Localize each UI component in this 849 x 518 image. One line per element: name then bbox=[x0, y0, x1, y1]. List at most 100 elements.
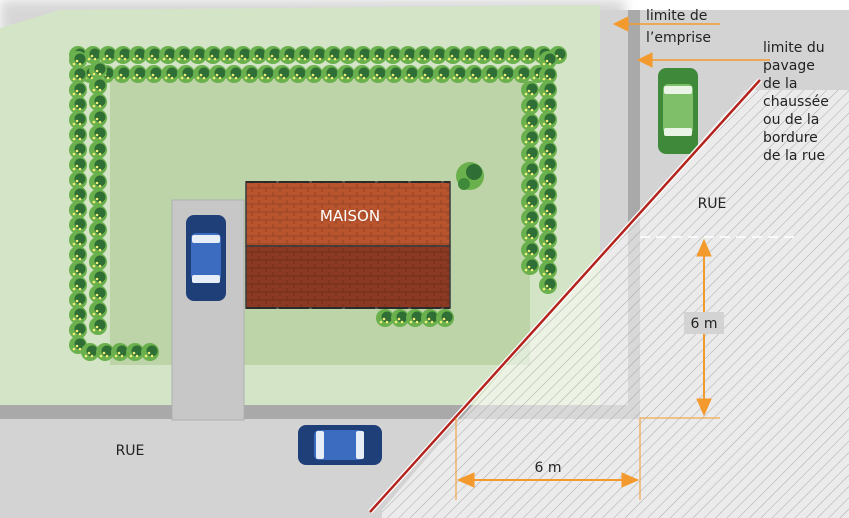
hedge-bush bbox=[113, 65, 131, 83]
hedge-bush bbox=[539, 51, 557, 69]
hedge-bush bbox=[69, 216, 87, 234]
hedge-bush bbox=[69, 321, 87, 339]
tree-icon bbox=[456, 162, 484, 190]
hedge-bush bbox=[89, 205, 107, 223]
hedge-bush bbox=[539, 81, 557, 99]
house-label: MAISON bbox=[320, 207, 380, 225]
hedge-bush bbox=[126, 343, 144, 361]
hedge-bush bbox=[89, 301, 107, 319]
hedge-bush bbox=[521, 225, 539, 243]
hedge-bush bbox=[294, 46, 312, 64]
hedge-bush bbox=[539, 96, 557, 114]
hedge-bush bbox=[89, 61, 107, 79]
street-bottom-label: RUE bbox=[116, 443, 145, 459]
hedge-bush bbox=[89, 253, 107, 271]
hedge-bush bbox=[429, 46, 447, 64]
hedge-bush bbox=[521, 113, 539, 131]
hedge-bush bbox=[69, 141, 87, 159]
pavage-label-line: pavage bbox=[763, 58, 815, 74]
hedge-bush bbox=[89, 269, 107, 287]
hedge-bush bbox=[89, 221, 107, 239]
hedge-bush bbox=[99, 46, 117, 64]
emprise-label-line1: limite de bbox=[646, 8, 707, 24]
hedge-bush bbox=[161, 65, 179, 83]
hedge-bush bbox=[519, 46, 537, 64]
hedge-bush bbox=[433, 65, 451, 83]
hedge-icon bbox=[69, 46, 567, 361]
hedge-bush bbox=[89, 93, 107, 111]
hedge-bush bbox=[324, 46, 342, 64]
hedge-bush bbox=[69, 306, 87, 324]
emprise-label-line2: l’emprise bbox=[646, 30, 711, 46]
hedge-bush bbox=[225, 65, 243, 83]
hedge-bush bbox=[89, 237, 107, 255]
hedge-bush bbox=[474, 46, 492, 64]
hedge-bush bbox=[399, 46, 417, 64]
hedge-bush bbox=[521, 241, 539, 259]
arrow-icon bbox=[636, 52, 770, 68]
hedge-bush bbox=[521, 81, 539, 99]
hedge-bush bbox=[385, 65, 403, 83]
hedge-bush bbox=[69, 231, 87, 249]
hedge-bush bbox=[89, 141, 107, 159]
hedge-bush bbox=[513, 65, 531, 83]
dim-horizontal-label: 6 m bbox=[535, 460, 562, 476]
hedge-bush bbox=[159, 46, 177, 64]
hedge-bush bbox=[111, 343, 129, 361]
hedge-bush bbox=[219, 46, 237, 64]
arrow-icon bbox=[612, 16, 720, 32]
pavement-limit-line bbox=[369, 79, 761, 513]
hedge-bush bbox=[481, 65, 499, 83]
hedge-bush bbox=[406, 309, 424, 327]
hedge-bush bbox=[521, 177, 539, 195]
hedge-bush bbox=[521, 97, 539, 115]
hedge-bush bbox=[96, 343, 114, 361]
pavage-label-line: de la bbox=[763, 76, 797, 92]
hedge-bush bbox=[539, 156, 557, 174]
hedge-bush bbox=[521, 129, 539, 147]
hedge-bush bbox=[177, 65, 195, 83]
house: MAISON bbox=[245, 181, 451, 309]
hedge-bush bbox=[354, 46, 372, 64]
hedge-bush bbox=[69, 246, 87, 264]
hedge-bush bbox=[539, 186, 557, 204]
hedge-bush bbox=[369, 65, 387, 83]
hedge-bush bbox=[69, 201, 87, 219]
car-icon bbox=[298, 425, 382, 465]
hedge-bush bbox=[189, 46, 207, 64]
hedge-bush bbox=[279, 46, 297, 64]
car-icon bbox=[186, 215, 226, 301]
hedge-bush bbox=[234, 46, 252, 64]
hedge-bush bbox=[69, 126, 87, 144]
hedge-bush bbox=[69, 171, 87, 189]
hedge-bush bbox=[321, 65, 339, 83]
hedge-bush bbox=[369, 46, 387, 64]
hedge-bush bbox=[129, 46, 147, 64]
hedge-bush bbox=[417, 65, 435, 83]
hedge-bush bbox=[539, 261, 557, 279]
hedge-bush bbox=[376, 309, 394, 327]
hedge-bush bbox=[129, 65, 147, 83]
hedge-bush bbox=[144, 46, 162, 64]
pavage-label-line: limite du bbox=[763, 40, 825, 56]
hedge-bush bbox=[539, 216, 557, 234]
hedge-bush bbox=[391, 309, 409, 327]
hedge-bush bbox=[141, 343, 159, 361]
hedge-bush bbox=[521, 145, 539, 163]
hedge-bush bbox=[539, 276, 557, 294]
hedge-bush bbox=[89, 77, 107, 95]
street-right-label: RUE bbox=[698, 196, 727, 212]
hedge-bush bbox=[89, 109, 107, 127]
hedge-bush bbox=[84, 46, 102, 64]
hedge-bush bbox=[539, 246, 557, 264]
hedge-bush bbox=[539, 66, 557, 84]
arrow-icon bbox=[456, 472, 640, 488]
hedge-bush bbox=[521, 209, 539, 227]
hedge-bush bbox=[89, 157, 107, 175]
hedge-bush bbox=[174, 46, 192, 64]
hedge-bush bbox=[539, 171, 557, 189]
hedge-bush bbox=[114, 46, 132, 64]
hedge-bush bbox=[497, 65, 515, 83]
hedge-bush bbox=[89, 317, 107, 335]
